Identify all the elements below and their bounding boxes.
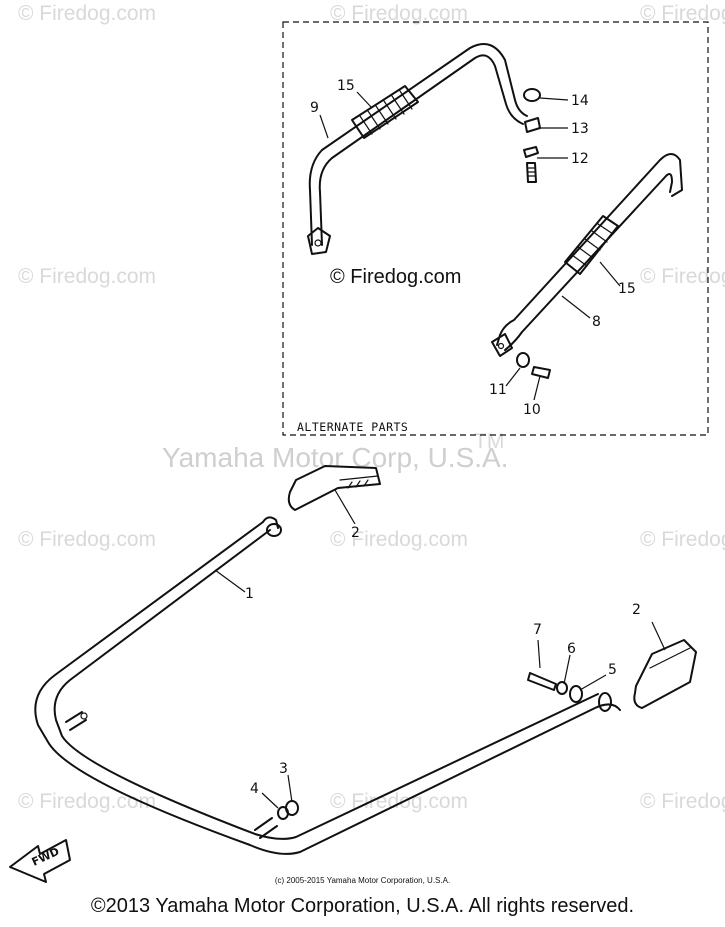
callout-4: 4 [250,781,259,797]
inset-label: ALTERNATE PARTS [297,420,408,434]
watermark: © Firedog.com [640,790,725,813]
callout-2: 2 [632,602,641,618]
callout-7: 7 [533,622,542,638]
watermark: © Firedog.com [18,790,156,813]
watermark: © Firedog.com [640,528,725,551]
callout-3: 3 [279,761,288,777]
washer-13 [523,146,539,158]
fwd-arrow-icon [9,839,71,883]
washer-5 [569,685,583,703]
grip-15-upper [351,85,419,139]
bumper-tube-outer [34,521,621,855]
callout-15: 15 [337,78,355,94]
hardware-10-11 [516,352,551,379]
grip-15-lower [564,215,619,275]
washer-6 [556,681,568,695]
washer-11 [516,352,530,368]
watermark: © Firedog.com [330,2,468,25]
watermark: © Firedog.com [640,2,725,25]
callout-8: 8 [592,314,601,330]
callout-9: 9 [310,100,319,116]
nut-14 [523,88,541,102]
callout-13: 13 [571,121,589,137]
grab-bar-9 [307,43,528,255]
rod-bottom [254,817,278,839]
handle-2-upper [287,465,381,511]
watermark: © Firedog.com [640,265,725,288]
tube-end-right [598,692,612,712]
rod-left [65,711,87,731]
grab-bar-8 [491,153,683,357]
leader-lines [214,91,666,809]
callout-11: 11 [489,382,507,398]
main-copyright: ©2013 Yamaha Motor Corporation, U.S.A. A… [90,895,635,917]
callout-14: 14 [571,93,589,109]
fwd-arrow: FWD [9,839,71,883]
watermark-layer: © Firedog.com © Firedog.com © Firedog.co… [18,2,725,813]
callout-15: 15 [618,281,636,297]
bolt-7 [527,672,557,691]
watermark: © Firedog.com [18,528,156,551]
inset-dashed-border [282,21,709,436]
bumper-tube-inner [53,529,599,840]
small-copyright: (c) 2005-2015 Yamaha Motor Corporation, … [274,876,451,885]
alternate-parts-inset: ALTERNATE PARTS © Firedog.com [282,21,709,436]
callout-6: 6 [567,641,576,657]
callout-10: 10 [523,402,541,418]
yamaha-watermark: Yamaha Motor Corp, U.S.A. [162,442,509,473]
trademark-mark: TM [474,430,504,453]
watermark: © Firedog.com [330,790,468,813]
inset-watermark: © Firedog.com [330,266,461,288]
tube-end-upper [262,516,279,529]
hardware-3-4 [277,800,299,820]
nut-3 [285,800,299,816]
bolt-10 [531,366,551,379]
callout-5: 5 [608,662,617,678]
callout-12: 12 [571,151,589,167]
handle-2-right [633,639,697,709]
watermark: © Firedog.com [330,528,468,551]
bracket [524,117,541,133]
bumper-assembly [34,465,697,855]
callout-1: 1 [245,586,254,602]
hardware-12-13-14 [523,88,541,183]
callout-numbers: 15 9 14 13 12 15 8 11 10 1 2 2 7 6 5 3 4 [245,78,641,797]
hardware-5-6-7 [527,672,583,703]
watermark: © Firedog.com [18,265,156,288]
fitting-upper [266,523,282,537]
watermark: © Firedog.com [18,2,156,25]
callout-2: 2 [351,525,360,541]
